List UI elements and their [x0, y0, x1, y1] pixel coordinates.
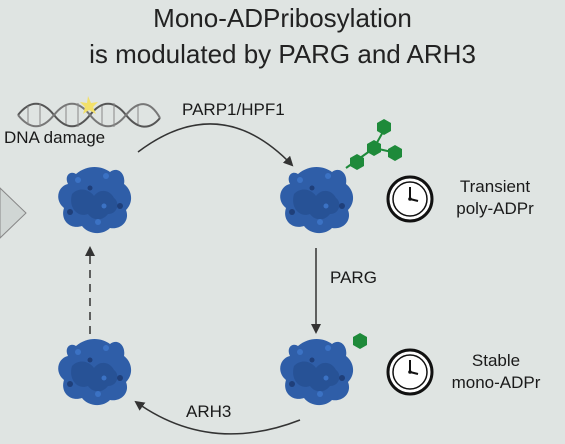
stable-label-line2: mono-ADPr: [451, 373, 541, 392]
arrow-parp1: [137, 123, 294, 167]
clock-icon: [386, 348, 434, 396]
transient-label-line1: Transient: [459, 177, 531, 196]
dna-helix-icon: [17, 102, 161, 128]
transient-label-line2: poly-ADPr: [456, 199, 534, 218]
figure-title-line2: is modulated by PARG and ARH3: [89, 39, 476, 69]
adp-ribose-hexagon-icon: [345, 119, 402, 170]
protein-structure-icon: [280, 167, 354, 234]
stable-label: Stable mono-ADPr: [438, 350, 554, 394]
protein-structure-icon: [280, 339, 354, 406]
adp-ribose-hexagon-icon: [353, 333, 367, 349]
protein-structure-icon: [58, 167, 132, 234]
arh3-label: ARH3: [186, 402, 232, 421]
side-chevron: [0, 187, 27, 239]
stable-label-line1: Stable: [471, 351, 521, 370]
parp1-hpf1-label: PARP1/HPF1: [182, 100, 285, 119]
transient-label: Transient poly-ADPr: [440, 176, 550, 220]
arrow-arh3: [134, 400, 301, 435]
damage-spark-icon: [80, 96, 98, 114]
figure-title-line1: Mono-ADPribosylation: [153, 3, 412, 33]
clock-icon: [386, 175, 434, 223]
dna-damage-label: DNA damage: [4, 128, 106, 147]
parg-label: PARG: [330, 268, 377, 287]
protein-structure-icon: [58, 339, 132, 406]
